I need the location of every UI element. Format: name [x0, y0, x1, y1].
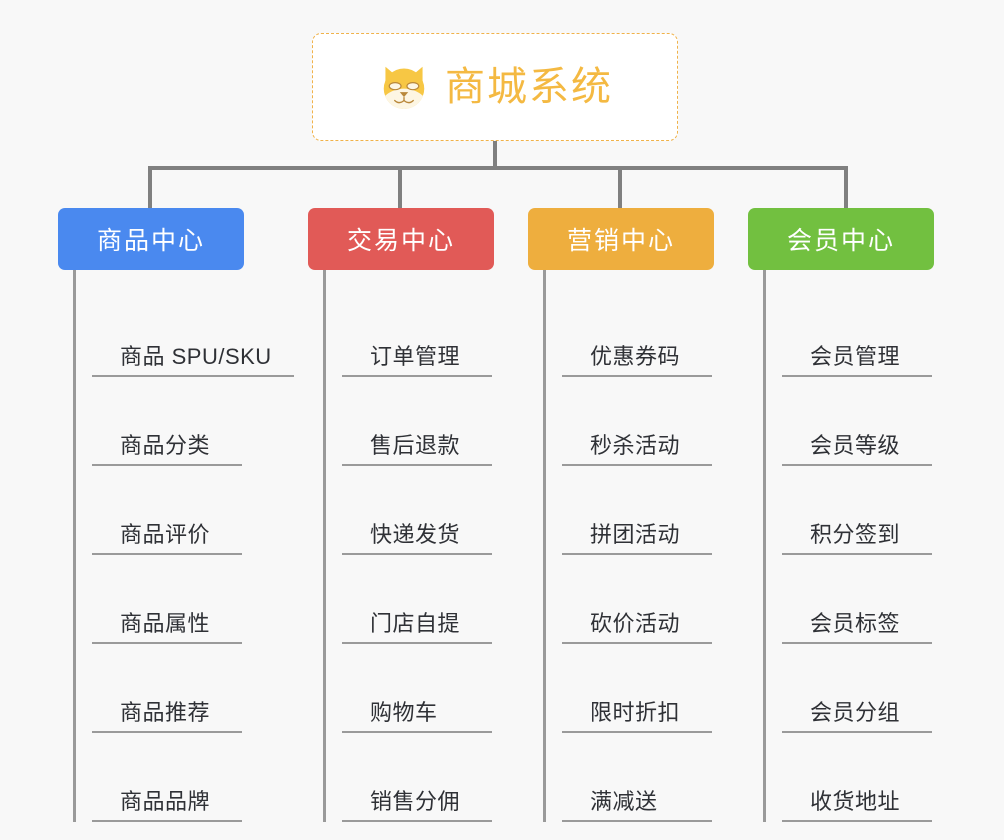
leaf-label: 门店自提 [370, 610, 461, 636]
leaf-label: 商品属性 [120, 610, 211, 636]
list-item[interactable]: 会员等级 [782, 377, 932, 466]
leaf-label: 积分签到 [810, 521, 901, 547]
category-header-trade-center[interactable]: 交易中心 [308, 208, 494, 270]
root-title: 商城系统 [445, 65, 613, 109]
category-label: 会员中心 [786, 227, 895, 255]
connector-drop-product-center [148, 166, 152, 208]
list-item[interactable]: 订单管理 [342, 288, 492, 377]
shiba-dog-face-icon [383, 66, 425, 111]
leaf-label: 会员分组 [810, 699, 901, 725]
leaf-label: 售后退款 [370, 432, 461, 458]
category-label: 商品中心 [96, 227, 205, 255]
leaf-label: 商品推荐 [120, 699, 211, 725]
branch-marketing-center: 营销中心 优惠券码 秒杀活动 拼团活动 砍价活动 限时折扣 满减送 [528, 208, 762, 822]
leaf-label: 收货地址 [810, 788, 901, 814]
list-item[interactable]: 购物车 [342, 644, 492, 733]
list-item[interactable]: 门店自提 [342, 555, 492, 644]
leaf-label: 秒杀活动 [590, 432, 681, 458]
list-item[interactable]: 砍价活动 [562, 555, 712, 644]
leaf-stack-member-center: 会员管理 会员等级 积分签到 会员标签 会员分组 收货地址 [763, 270, 982, 822]
leaf-label: 优惠券码 [590, 343, 681, 369]
list-item[interactable]: 收货地址 [782, 733, 932, 822]
connector-drop-trade-center [398, 166, 402, 208]
leaf-label: 拼团活动 [590, 521, 681, 547]
leaf-label: 限时折扣 [590, 699, 681, 725]
leaf-stack-marketing-center: 优惠券码 秒杀活动 拼团活动 砍价活动 限时折扣 满减送 [543, 270, 762, 822]
list-item[interactable]: 会员标签 [782, 555, 932, 644]
list-item[interactable]: 商品评价 [92, 466, 242, 555]
list-item[interactable]: 销售分佣 [342, 733, 492, 822]
category-header-marketing-center[interactable]: 营销中心 [528, 208, 714, 270]
list-item[interactable]: 商品 SPU/SKU [92, 288, 294, 377]
list-item[interactable]: 商品推荐 [92, 644, 242, 733]
leaf-label: 快递发货 [370, 521, 461, 547]
root-node[interactable]: 商城系统 [312, 33, 678, 141]
list-item[interactable]: 满减送 [562, 733, 712, 822]
leaf-label: 会员管理 [810, 343, 901, 369]
category-header-member-center[interactable]: 会员中心 [748, 208, 934, 270]
list-item[interactable]: 会员分组 [782, 644, 932, 733]
leaf-label: 商品品牌 [120, 788, 211, 814]
branch-product-center: 商品中心 商品 SPU/SKU 商品分类 商品评价 商品属性 商品推荐 商品品牌 [58, 208, 322, 822]
branch-member-center: 会员中心 会员管理 会员等级 积分签到 会员标签 会员分组 收货地址 [748, 208, 982, 822]
category-label: 营销中心 [566, 227, 675, 255]
connector-drop-marketing-center [618, 166, 622, 208]
list-item[interactable]: 积分签到 [782, 466, 932, 555]
list-item[interactable]: 拼团活动 [562, 466, 712, 555]
list-item[interactable]: 秒杀活动 [562, 377, 712, 466]
connector-drop-member-center [844, 166, 848, 208]
leaf-stack-product-center: 商品 SPU/SKU 商品分类 商品评价 商品属性 商品推荐 商品品牌 [73, 270, 322, 822]
leaf-label: 订单管理 [370, 343, 461, 369]
list-item[interactable]: 限时折扣 [562, 644, 712, 733]
list-item[interactable]: 会员管理 [782, 288, 932, 377]
list-item[interactable]: 商品分类 [92, 377, 242, 466]
leaf-label: 购物车 [370, 699, 438, 725]
list-item[interactable]: 商品品牌 [92, 733, 242, 822]
leaf-label: 商品 SPU/SKU [120, 343, 272, 369]
connector-horizontal-bus [148, 166, 848, 170]
list-item[interactable]: 优惠券码 [562, 288, 712, 377]
list-item[interactable]: 商品属性 [92, 555, 242, 644]
leaf-label: 商品评价 [120, 521, 211, 547]
branch-trade-center: 交易中心 订单管理 售后退款 快递发货 门店自提 购物车 销售分佣 [308, 208, 542, 822]
list-item[interactable]: 售后退款 [342, 377, 492, 466]
leaf-label: 商品分类 [120, 432, 211, 458]
category-label: 交易中心 [346, 227, 455, 255]
leaf-label: 满减送 [590, 788, 658, 814]
category-header-product-center[interactable]: 商品中心 [58, 208, 244, 270]
leaf-label: 会员标签 [810, 610, 901, 636]
list-item[interactable]: 快递发货 [342, 466, 492, 555]
leaf-label: 砍价活动 [590, 610, 681, 636]
leaf-stack-trade-center: 订单管理 售后退款 快递发货 门店自提 购物车 销售分佣 [323, 270, 542, 822]
leaf-label: 销售分佣 [370, 788, 461, 814]
connector-root-stem [493, 141, 497, 169]
leaf-label: 会员等级 [810, 432, 901, 458]
